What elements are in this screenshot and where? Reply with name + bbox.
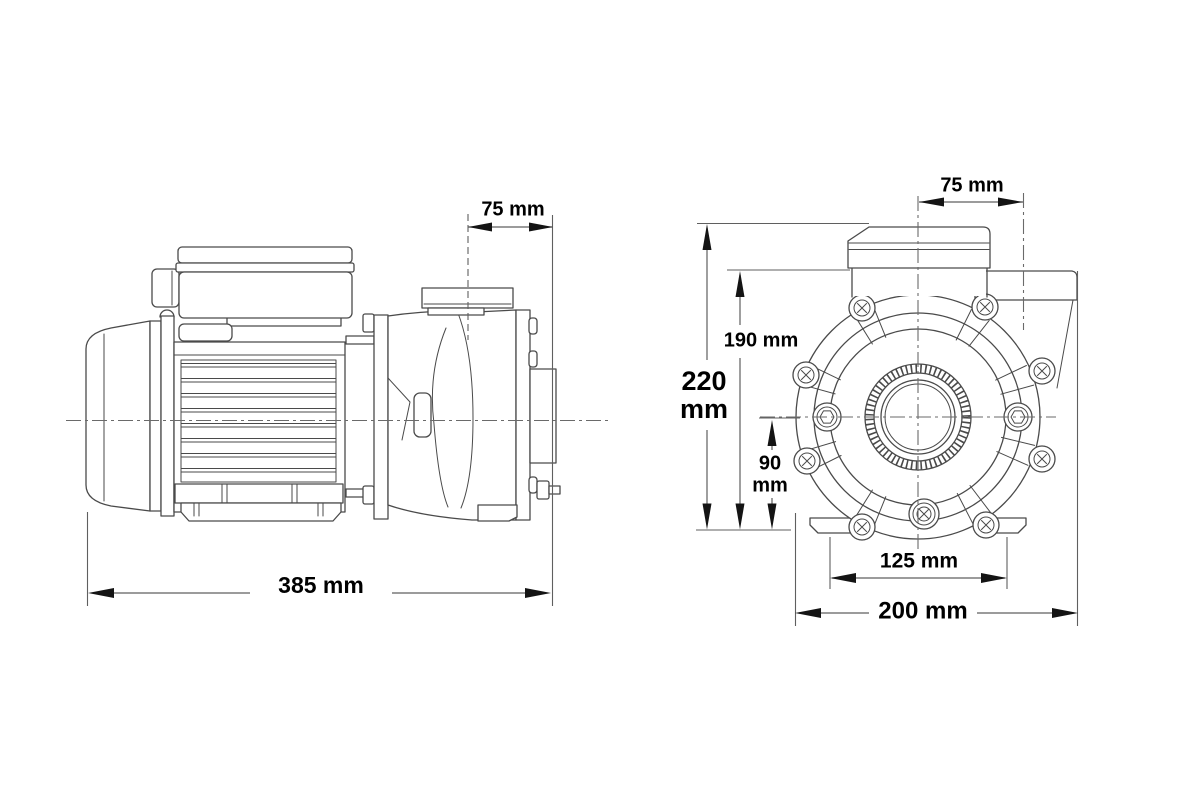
face-bolt-2 xyxy=(528,350,538,368)
terminal-box xyxy=(151,246,355,342)
screw-icon xyxy=(848,294,876,322)
terminal-box-lid xyxy=(177,246,353,264)
tie-bolt-top xyxy=(362,313,375,333)
face-bolt-1 xyxy=(528,317,538,335)
drain-plug xyxy=(908,498,940,530)
discharge-port-front xyxy=(847,226,991,298)
tie-bolt-bottom xyxy=(362,485,375,505)
volute-boss xyxy=(413,392,432,438)
dim-front-body-height: 190 mm xyxy=(724,271,799,530)
dim-label-front-90-unit: mm xyxy=(752,474,788,496)
motor-rear-cover xyxy=(85,320,151,512)
dim-side-port-offset: 75 mm xyxy=(467,198,554,606)
knurl-ring xyxy=(865,364,971,470)
dim-label-side-385mm: 385 mm xyxy=(278,572,364,598)
volute-rib xyxy=(387,377,411,441)
screw-icon xyxy=(792,361,820,389)
terminal-box-body xyxy=(178,271,353,319)
dim-label-front-190mm: 190 mm xyxy=(724,329,799,351)
drain-fitting xyxy=(536,480,550,500)
screw-icon xyxy=(848,513,876,541)
pump-face-plate xyxy=(515,309,531,521)
motor-base xyxy=(174,483,344,522)
dim-front-overall-width: 200 mm xyxy=(794,271,1079,626)
dim-label-side-75mm: 75 mm xyxy=(481,198,544,220)
screw-icon xyxy=(793,447,821,475)
pump-foot-left xyxy=(809,517,853,534)
screw-icon xyxy=(971,293,999,321)
suction-port-side xyxy=(529,368,557,464)
cooling-fins xyxy=(180,359,337,483)
dim-label-front-220-unit: mm xyxy=(680,394,728,424)
drain-stub xyxy=(548,485,561,495)
dim-side-overall-length: 385 mm xyxy=(86,512,551,606)
discharge-cap xyxy=(847,226,991,269)
screw-icon xyxy=(1028,445,1056,473)
screw-icon xyxy=(972,511,1000,539)
pump-bracket xyxy=(345,313,375,505)
front-view: 75 mm 220 mm 190 mm 90 mm xyxy=(680,174,1079,626)
cover-screws xyxy=(792,293,1056,541)
dim-front-overall-height: 220 mm xyxy=(680,224,728,530)
dim-front-axis-height: 90 mm xyxy=(752,420,788,530)
pump-mounting-flange xyxy=(373,314,389,520)
discharge-neck-side xyxy=(427,307,485,316)
motor-end-flange xyxy=(160,315,175,517)
dim-label-front-90: 90 xyxy=(759,452,781,474)
hex-bolt-right xyxy=(1003,402,1033,432)
volute-shoulder xyxy=(457,312,474,509)
side-view: 75 mm 385 mm xyxy=(66,198,608,606)
pump-foot-side xyxy=(477,504,518,522)
volute-curve xyxy=(431,327,449,508)
dim-label-front-200mm: 200 mm xyxy=(878,597,967,624)
terminal-box-lid-rim xyxy=(175,262,355,273)
conduit-knob xyxy=(151,268,180,308)
dim-front-foot-spacing: 125 mm xyxy=(829,537,1008,589)
pump-wet-end xyxy=(373,287,561,522)
dim-label-front-125mm: 125 mm xyxy=(880,550,958,573)
motor-end-ring xyxy=(149,320,162,512)
face-bolt-3 xyxy=(528,476,538,494)
dim-label-front-75mm: 75 mm xyxy=(940,174,1003,196)
motor-top-boss xyxy=(178,323,233,342)
screw-icon xyxy=(1028,357,1056,385)
dim-front-port-offset: 75 mm xyxy=(919,174,1025,330)
dim-label-front-220: 220 xyxy=(681,366,726,396)
